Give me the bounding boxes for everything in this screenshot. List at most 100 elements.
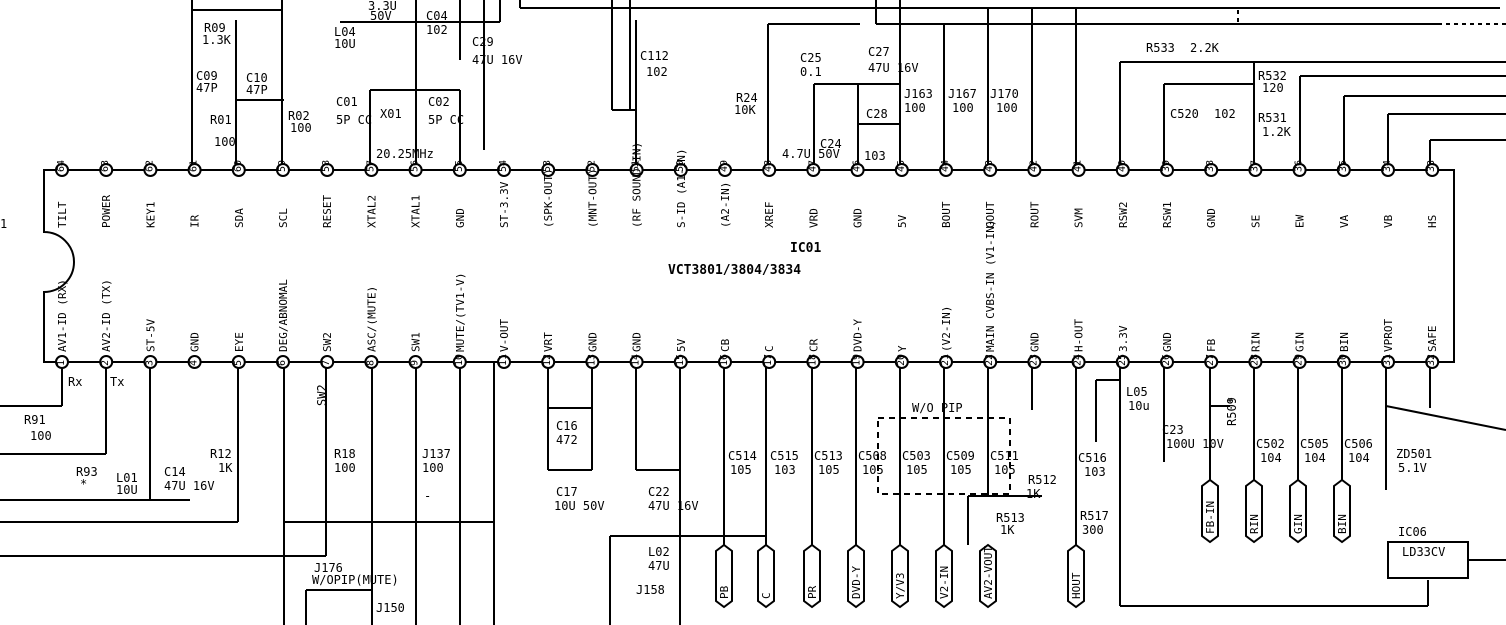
connector-label: AV2-VOUT <box>982 546 995 599</box>
component-ref: C514 <box>728 449 757 463</box>
pin-circle <box>585 163 600 177</box>
ic-ref: IC01 <box>790 241 821 256</box>
pin-circle <box>983 355 998 369</box>
bottom-component-labels: Rx Tx SW2 1 R91 100 R93 * L01 10U C14 47… <box>0 217 1445 615</box>
component-value: 100U 10V <box>1166 437 1224 451</box>
pin-number: 52 <box>586 160 597 172</box>
pin-circle <box>629 163 644 177</box>
pin-label: RIN <box>1249 332 1262 352</box>
pin-circle <box>276 355 290 369</box>
component-ref: C505 <box>1300 437 1329 451</box>
signal-connector: DVD-Y <box>847 543 865 609</box>
pin-number: 3 <box>144 360 155 366</box>
component-value: 104 <box>1348 451 1370 465</box>
component-ref: C23 <box>1162 423 1184 437</box>
pin-label: SVM <box>1073 208 1086 228</box>
pin-label: DVD-Y <box>852 319 865 352</box>
pin-circle <box>187 355 202 369</box>
pin-circle <box>1425 355 1440 369</box>
component-value: 300 <box>1082 523 1104 537</box>
connector-shape <box>979 543 997 609</box>
pin-label: SW1 <box>410 332 423 352</box>
pin-circle <box>99 163 114 177</box>
component-ref: R513 <box>996 511 1025 525</box>
pin-label: EYE <box>233 332 246 352</box>
pin-label: CB <box>719 338 732 352</box>
component-ref: C17 <box>556 485 578 499</box>
pin-circle <box>276 163 290 177</box>
ic-bottom-pin: 253.3V <box>1115 325 1130 369</box>
component-ref: C511 <box>990 449 1019 463</box>
component-ref: R09 <box>204 21 226 35</box>
component-ref: R01 <box>210 113 232 127</box>
pin-label: ST-5V <box>144 319 157 352</box>
component-ref: R24 <box>736 91 758 105</box>
component-ref: C25 <box>800 51 822 65</box>
component-value: 1.3K <box>202 33 232 47</box>
component-ref: J163 <box>904 87 933 101</box>
component-value: 100 <box>30 429 52 443</box>
pin-number: 54 <box>498 160 509 172</box>
component-ref: C29 <box>472 35 494 49</box>
pin-number: 32 <box>1426 354 1437 366</box>
pin-circle <box>541 163 556 177</box>
component-value: 120 <box>1262 81 1284 95</box>
signal-connector: HOUT <box>1067 543 1085 609</box>
pin-label: XTAL1 <box>410 195 423 228</box>
component-value: 10u <box>1128 399 1150 413</box>
pin-label: VPROT <box>1382 319 1395 352</box>
component-value: 100 <box>422 461 444 475</box>
pin-circle <box>1381 163 1395 177</box>
top-val-3.3u: 3.3U <box>368 0 397 13</box>
pin-number: 24 <box>1073 354 1084 366</box>
component-value: 104 <box>1260 451 1282 465</box>
pin-number: 36 <box>1294 160 1305 172</box>
pin-number: 8 <box>365 360 376 366</box>
pin-label: HS <box>1426 215 1439 228</box>
component-ref: C27 <box>868 45 890 59</box>
component-ref: L04 <box>334 25 356 39</box>
pin-number: 4 <box>189 360 200 366</box>
component-ref: C112 <box>640 49 669 63</box>
pin-circle <box>1160 163 1174 177</box>
pin-number: 46 <box>852 160 863 172</box>
component-value: 105 <box>994 463 1016 477</box>
component-ref: C02 <box>428 95 450 109</box>
pin-label: (SPK-OUT) <box>542 168 555 228</box>
pin-circle <box>850 163 865 177</box>
pin-circle <box>939 163 953 177</box>
pin-label: VB <box>1382 214 1395 228</box>
pin-label: RSW2 <box>1117 202 1130 229</box>
pin-label: GND <box>631 332 644 352</box>
pin-circle <box>983 163 998 177</box>
component-ref: C513 <box>814 449 843 463</box>
component-ref: C503 <box>902 449 931 463</box>
pin-circle <box>1071 355 1086 369</box>
connector-shape <box>1201 478 1219 544</box>
pin-label: H-OUT <box>1073 319 1086 352</box>
label-j150: J150 <box>376 601 405 615</box>
pin-circle <box>1027 355 1042 369</box>
pin-circle <box>408 355 423 369</box>
connector-shape <box>847 543 865 609</box>
pin-label: SE <box>1249 215 1262 228</box>
component-value: 47P <box>196 81 218 95</box>
component-value: 10K <box>734 103 756 117</box>
pin-circle <box>452 163 467 177</box>
pin-label: XTAL2 <box>365 195 378 228</box>
component-ref: IC06 <box>1398 525 1427 539</box>
ic-top-pin: 53(SPK-OUT) <box>541 160 556 228</box>
ic-bottom-pin: 20Y <box>894 345 909 369</box>
pin-number: 42 <box>1028 160 1039 172</box>
